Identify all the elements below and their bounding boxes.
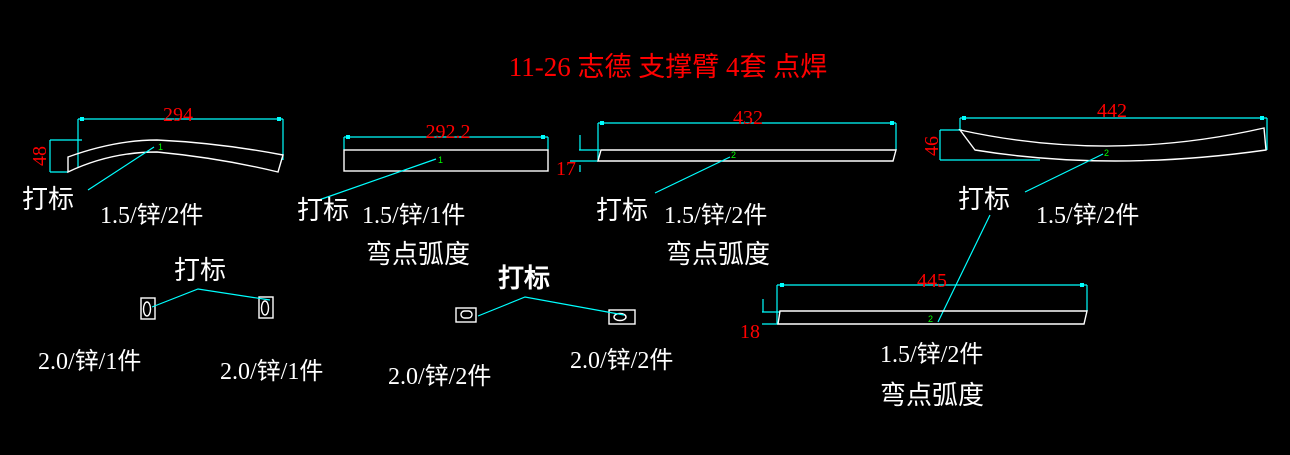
small-part-a-slot [142,301,152,317]
small-part-d [608,309,636,325]
part-3-dimension-lines [570,122,897,172]
part-3-mark-label: 打标 [596,196,648,225]
small-part-c [455,307,477,323]
small-part-b [258,296,274,319]
dim-tick [890,121,894,125]
dim-tick [346,135,350,139]
part-3: 432 17 2 打标 1.5/锌/2件 弯点弧度 [556,107,897,269]
small-part-spec: 2.0/锌/1件 [38,348,141,375]
part-5-length: 445 [917,270,947,292]
small-part-c-slot [460,310,473,319]
part-2-mark-label: 打标 [297,196,349,225]
part-5-dimension-lines [762,284,1088,325]
small-part-spec: 2.0/锌/2件 [388,363,491,390]
part-2-length: 292.2 [426,121,471,143]
small-part-spec: 2.0/锌/1件 [220,358,323,385]
part-1-number: 1 [158,142,163,152]
part-3-leader [654,156,731,194]
part-3-outline [597,149,897,162]
part-5-height: 18 [740,321,760,343]
small-part-b-slot [260,300,270,316]
small-part-spec: 2.0/锌/2件 [570,347,673,374]
part-4-length: 442 [1097,100,1127,122]
part-5-spec: 1.5/锌/2件 [880,341,983,368]
part-4: 442 46 2 打标 1.5/锌/2件 [921,100,1268,323]
part-1-length: 294 [163,104,193,126]
small-part-a [140,297,156,320]
part-3-note: 弯点弧度 [666,240,770,269]
part-2-dimension-lines [343,136,549,150]
part-2-spec: 1.5/锌/1件 [362,202,465,229]
small-parts-group-1: 打标 2.0/锌/1件 2.0/锌/1件 [38,256,323,385]
part-2: 292.2 1 打标 1.5/锌/1件 弯点弧度 [297,121,549,269]
part-3-number: 2 [731,150,736,160]
part-1-mark-label: 打标 [22,185,74,214]
dim-tick [1260,116,1264,120]
group-2-mark-label: 打标 [498,264,550,293]
part-1-height: 48 [29,146,51,166]
dim-tick [600,121,604,125]
part-2-number: 1 [438,155,443,165]
drawing-title: 11-26 志德 支撑臂 4套 点焊 [509,52,828,82]
part-1-spec: 1.5/锌/2件 [100,202,203,229]
part-2-outline [343,149,549,172]
part-4-outline [958,127,1267,162]
part-5: 445 18 2 1.5/锌/2件 弯点弧度 [740,270,1088,410]
dim-tick [962,116,966,120]
part-3-spec: 1.5/锌/2件 [664,202,767,229]
part-4-number: 2 [1104,148,1109,158]
dim-tick [780,283,784,287]
small-parts-group-2: 打标 2.0/锌/2件 2.0/锌/2件 [388,264,673,390]
dim-tick [541,135,545,139]
part-2-leader [315,158,437,202]
group-1-leader [151,288,271,308]
part-1: 294 48 1 打标 1.5/锌/2件 [22,104,284,229]
group-1-mark-label: 打标 [174,256,226,285]
part-3-height: 17 [556,158,576,180]
part-1-outline [67,139,284,174]
dim-tick [1080,283,1084,287]
part-5-note: 弯点弧度 [880,381,984,410]
part-1-dimension-lines [49,118,284,173]
part-4-dimension-lines [939,117,1268,161]
part-1-leader [87,146,155,191]
part-4-spec: 1.5/锌/2件 [1036,202,1139,229]
group-2-leader [477,296,625,317]
dim-tick [80,117,84,121]
part-4-height: 46 [921,136,943,156]
part-5-leader [937,214,991,323]
part-4-mark-label: 打标 [958,185,1010,214]
small-part-d-slot [613,312,627,322]
part-5-outline [777,310,1088,325]
part-4-leader [1024,153,1104,193]
part-5-number: 2 [928,314,933,324]
dim-tick [277,117,281,121]
part-2-note: 弯点弧度 [366,240,470,269]
part-3-length: 432 [733,107,763,129]
